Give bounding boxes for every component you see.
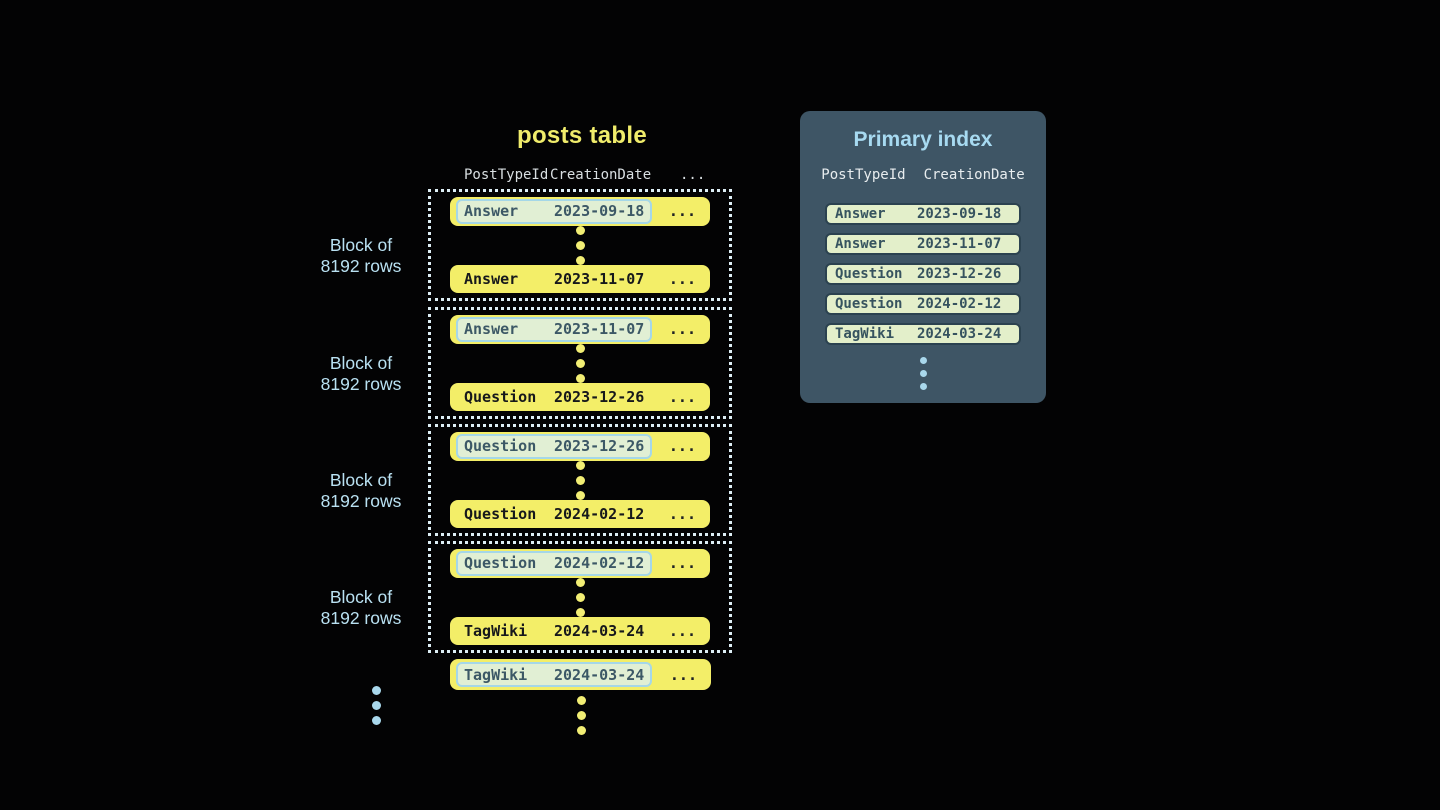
- cell-creationdate: 2023-12-26: [554, 387, 645, 406]
- primary-key-highlight: Question 2024-02-12: [456, 550, 653, 576]
- posts-table-title: posts table: [517, 122, 647, 149]
- row-block-3: Question 2023-12-26 ... Question 2024-02…: [428, 424, 732, 536]
- primary-index-column-headers: PostTypeId CreationDate: [821, 167, 1024, 183]
- index-entry: Question 2024-02-12: [825, 293, 1021, 315]
- cell-creationdate: 2024-02-12: [554, 504, 645, 523]
- row-ellipsis: ...: [668, 504, 696, 523]
- primary-index-panel: Primary index PostTypeId CreationDate An…: [800, 111, 1046, 403]
- cell-posttypeid: Question: [835, 266, 903, 282]
- block-label-line2: 8192 rows: [320, 608, 402, 628]
- primary-key-highlight: Question 2023-12-26: [456, 433, 653, 459]
- table-row: Question 2024-02-12 ...: [450, 549, 710, 578]
- table-continues-dots: [577, 696, 586, 735]
- cell-posttypeid: TagWiki: [464, 665, 528, 684]
- primary-key-cells: Question 2023-12-26: [456, 384, 652, 409]
- row-block-2: Answer 2023-11-07 ... Question 2023-12-2…: [428, 307, 732, 419]
- column-header-creationdate: CreationDate: [550, 167, 652, 183]
- row-ellipsis: ...: [668, 202, 696, 221]
- cell-creationdate: 2023-11-07: [554, 269, 645, 288]
- posts-table-column-headers: PostTypeId CreationDate ...: [450, 167, 712, 183]
- block-label-line2: 8192 rows: [320, 491, 402, 511]
- cell-posttypeid: TagWiki: [464, 621, 528, 640]
- cell-creationdate: 2024-02-12: [554, 554, 645, 573]
- block-label-line1: Block of: [329, 235, 393, 255]
- cell-creationdate: 2023-11-07: [917, 236, 1002, 252]
- block-label-line1: Block of: [329, 470, 393, 490]
- cell-posttypeid: Question: [835, 296, 903, 312]
- rows-omitted-dots: [575, 460, 585, 500]
- table-row: Answer 2023-09-18 ...: [450, 197, 710, 226]
- index-entry: TagWiki 2024-03-24: [825, 323, 1021, 345]
- cell-creationdate: 2024-03-24: [554, 621, 645, 640]
- primary-key-highlight: TagWiki 2024-03-24: [456, 662, 653, 687]
- row-ellipsis: ...: [668, 437, 696, 456]
- index-entry: Question 2023-12-26: [825, 263, 1021, 285]
- cell-creationdate: 2023-09-18: [554, 202, 645, 221]
- index-continues-dots: [919, 357, 927, 390]
- cell-posttypeid: Answer: [464, 269, 519, 288]
- column-header-posttypeid: PostTypeId: [821, 167, 906, 183]
- index-entry: Answer 2023-09-18: [825, 203, 1021, 225]
- blocks-continue-dots: [372, 686, 381, 725]
- cell-posttypeid: Question: [464, 437, 537, 456]
- block-label-2: Block of 8192 rows: [300, 353, 422, 395]
- table-row: Question 2024-02-12 ...: [450, 499, 710, 528]
- cell-posttypeid: TagWiki: [835, 326, 895, 342]
- primary-index-rows: Answer 2023-09-18 Answer 2023-11-07 Ques…: [825, 203, 1021, 345]
- cell-creationdate: 2024-03-24: [917, 326, 1002, 342]
- cell-creationdate: 2023-11-07: [554, 320, 645, 339]
- index-entry: Answer 2023-11-07: [825, 233, 1021, 255]
- cell-posttypeid: Answer: [464, 320, 519, 339]
- row-ellipsis: ...: [668, 554, 696, 573]
- cell-creationdate: 2023-09-18: [917, 206, 1002, 222]
- cell-creationdate: 2023-12-26: [554, 437, 645, 456]
- block-label-line2: 8192 rows: [320, 256, 402, 276]
- rows-omitted-dots: [575, 343, 585, 383]
- cell-posttypeid: Question: [464, 387, 537, 406]
- column-header-ellipsis: ...: [680, 167, 706, 183]
- row-ellipsis: ...: [668, 621, 696, 640]
- column-header-posttypeid: PostTypeId: [464, 167, 549, 183]
- primary-key-cells: TagWiki 2024-03-24: [456, 618, 652, 643]
- row-block-4: Question 2024-02-12 ... TagWiki 2024-03-…: [428, 541, 732, 653]
- primary-key-highlight: Answer 2023-09-18: [456, 198, 653, 224]
- block-label-3: Block of 8192 rows: [300, 470, 422, 512]
- table-row: Question 2023-12-26 ...: [450, 382, 710, 411]
- cell-posttypeid: Answer: [464, 202, 519, 221]
- block-label-line1: Block of: [329, 353, 393, 373]
- row-ellipsis: ...: [668, 269, 696, 288]
- table-row-trailing: TagWiki 2024-03-24 ...: [450, 659, 711, 690]
- cell-posttypeid: Question: [464, 504, 537, 523]
- primary-key-highlight: Answer 2023-11-07: [456, 316, 653, 342]
- row-ellipsis: ...: [668, 387, 696, 406]
- cell-posttypeid: Answer: [835, 236, 886, 252]
- cell-creationdate: 2024-02-12: [917, 296, 1002, 312]
- column-header-creationdate: CreationDate: [923, 167, 1025, 183]
- block-label-1: Block of 8192 rows: [300, 235, 422, 277]
- table-row: Question 2023-12-26 ...: [450, 432, 710, 461]
- rows-omitted-dots: [575, 577, 585, 617]
- table-row: Answer 2023-11-07 ...: [450, 315, 710, 344]
- primary-index-title: Primary index: [853, 128, 993, 151]
- row-ellipsis: ...: [669, 665, 697, 684]
- cell-creationdate: 2024-03-24: [554, 665, 645, 684]
- table-row: TagWiki 2024-03-24 ...: [450, 616, 710, 645]
- cell-creationdate: 2023-12-26: [917, 266, 1002, 282]
- cell-posttypeid: Answer: [835, 206, 886, 222]
- rows-omitted-dots: [575, 225, 585, 265]
- row-block-1: Answer 2023-09-18 ... Answer 2023-11-07 …: [428, 189, 732, 301]
- primary-key-cells: Answer 2023-11-07: [456, 266, 652, 291]
- row-ellipsis: ...: [668, 320, 696, 339]
- table-row: Answer 2023-11-07 ...: [450, 264, 710, 293]
- block-label-line2: 8192 rows: [320, 374, 402, 394]
- block-label-line1: Block of: [329, 587, 393, 607]
- block-label-4: Block of 8192 rows: [300, 587, 422, 629]
- primary-key-cells: Question 2024-02-12: [456, 501, 652, 526]
- cell-posttypeid: Question: [464, 554, 537, 573]
